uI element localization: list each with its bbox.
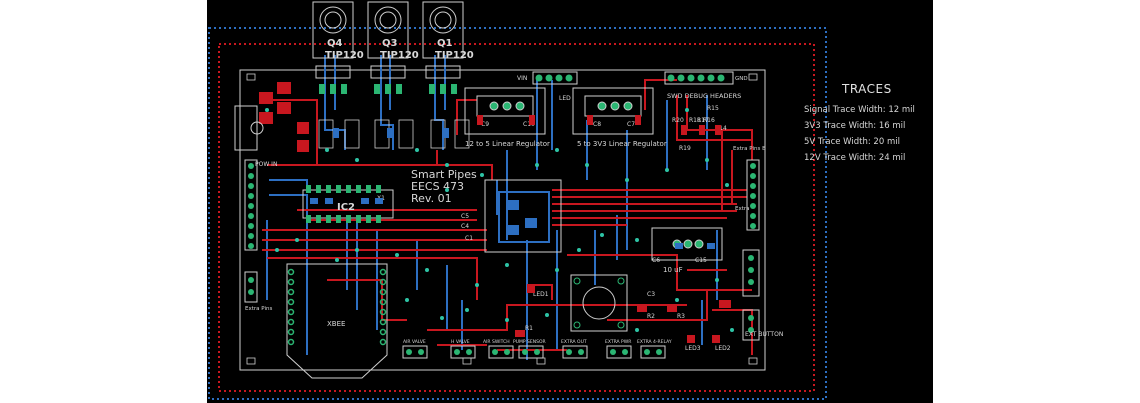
5v-trace-width: 5V Trace Width: 20 mil [804,137,900,147]
pcb-board-svg: Q4 TIP120 Q3 TIP120 Q1 TIP120 12 to 5 Li… [208,1,827,400]
cap-10uf-label: 10 uF [663,266,683,274]
swd-debug-header [664,71,734,85]
refdes-led1: LED1 [533,291,549,298]
board-keepout-outline [218,43,815,392]
refdes-c7: C7 [627,121,635,128]
extra-pins-right-label-2: Extra [735,206,750,212]
regulator-5-to-3v3 [572,87,654,135]
xbee-footprint [286,263,388,379]
refdes-r3: R3 [677,313,685,320]
refdes-c1: C1 [465,235,473,242]
right-headers [742,159,760,341]
refdes-r20: R20 [672,117,684,124]
regulator-12-to-5 [464,87,546,135]
dimension-outline [208,27,827,400]
vin-label: VIN [517,75,527,82]
smd-pads-top [477,115,731,343]
q3-part-label: TIP120 [380,50,419,61]
q1-part-label: TIP120 [435,50,474,61]
ic2-package [302,185,394,223]
barrel-jack [234,105,264,151]
vias [265,108,734,332]
pcb-layout-canvas: Q4 TIP120 Q3 TIP120 Q1 TIP120 12 to 5 Li… [207,0,933,403]
refdes-r15: R15 [707,105,719,112]
power-input-pads [259,82,309,152]
project-title-line-2: EECS 473 [411,180,464,193]
ic2-label: IC2 [337,202,355,213]
mcu-qfp [484,179,562,253]
q1-label: Q1 [437,38,453,49]
extra-pins-left-label: Extra Pins [245,306,272,312]
refdes-r18: R18 [689,117,701,124]
refdes-c15: C15 [695,257,707,264]
xbee-label: XBEE [327,320,345,328]
refdes-c3: C3 [647,291,655,298]
connector-label-air-switch: AIR SWITCH [483,339,510,345]
traces-title: TRACES [842,82,892,96]
connector-label-air-valve: AIR VALVE [403,339,426,345]
led-label: LED [559,95,571,102]
traces-legend: TRACES Signal Trace Width: 12 mil 3V3 Tr… [804,82,933,166]
connector-label-extra-relay: EXTRA 4-RELAY [637,339,672,345]
refdes-r16: R16 [703,117,715,124]
refdes-r1: R1 [525,325,533,332]
refdes-r17: R17 [697,117,709,124]
q4-label: Q4 [327,38,343,49]
q3-label: Q3 [382,38,398,49]
refdes-c6: C6 [652,257,660,264]
refdes-r19: R19 [679,145,691,152]
project-title-line-3: Rev. 01 [411,192,452,205]
3v3-trace-width: 3V3 Trace Width: 16 mil [804,121,906,131]
bottom-connectors [402,345,666,359]
swd-label: SWD DEBUG HEADERS [667,92,741,100]
refdes-c8: C8 [593,121,601,128]
ext-button-label: EXT BUTTON [745,331,783,338]
q4-part-label: TIP120 [325,50,364,61]
connector-label-extra-out: EXTRA OUT [561,339,587,345]
extra-pins-right-label-1: Extra Pins B [733,146,766,152]
pow-in-label: POW IN [255,161,277,168]
refdes-c9: C9 [481,121,489,128]
left-headers [244,159,258,303]
signal-trace-width: Signal Trace Width: 12 mil [804,105,915,115]
board-edge [239,69,766,371]
top-copper-traces [262,79,753,355]
refdes-c4: C4 [461,223,469,230]
project-title-line-1: Smart Pipes [411,168,477,181]
12v-trace-width: 12V Trace Width: 24 mil [804,153,906,163]
refdes-r2: R2 [647,313,655,320]
smd-pads-bottom [310,128,715,249]
reg12-label: 12 to 5 Linear Regulator [465,140,550,148]
vin-header [532,71,578,85]
gnd-label: GND [735,76,748,82]
connector-label-pump-sensor: PUMP SENSOR [513,339,546,345]
reg5-label: 5 to 3V3 Linear Regulator [577,140,667,148]
refdes-led3: LED3 [685,345,701,352]
connector-label-h-valve: H VALVE [451,339,470,345]
push-button-footprint [570,274,628,332]
refdes-led2: LED2 [715,345,731,352]
refdes-c5: C5 [461,213,469,220]
transistor-bodies [312,1,464,94]
connector-label-extra-pwr: EXTRA PWR [605,339,631,345]
